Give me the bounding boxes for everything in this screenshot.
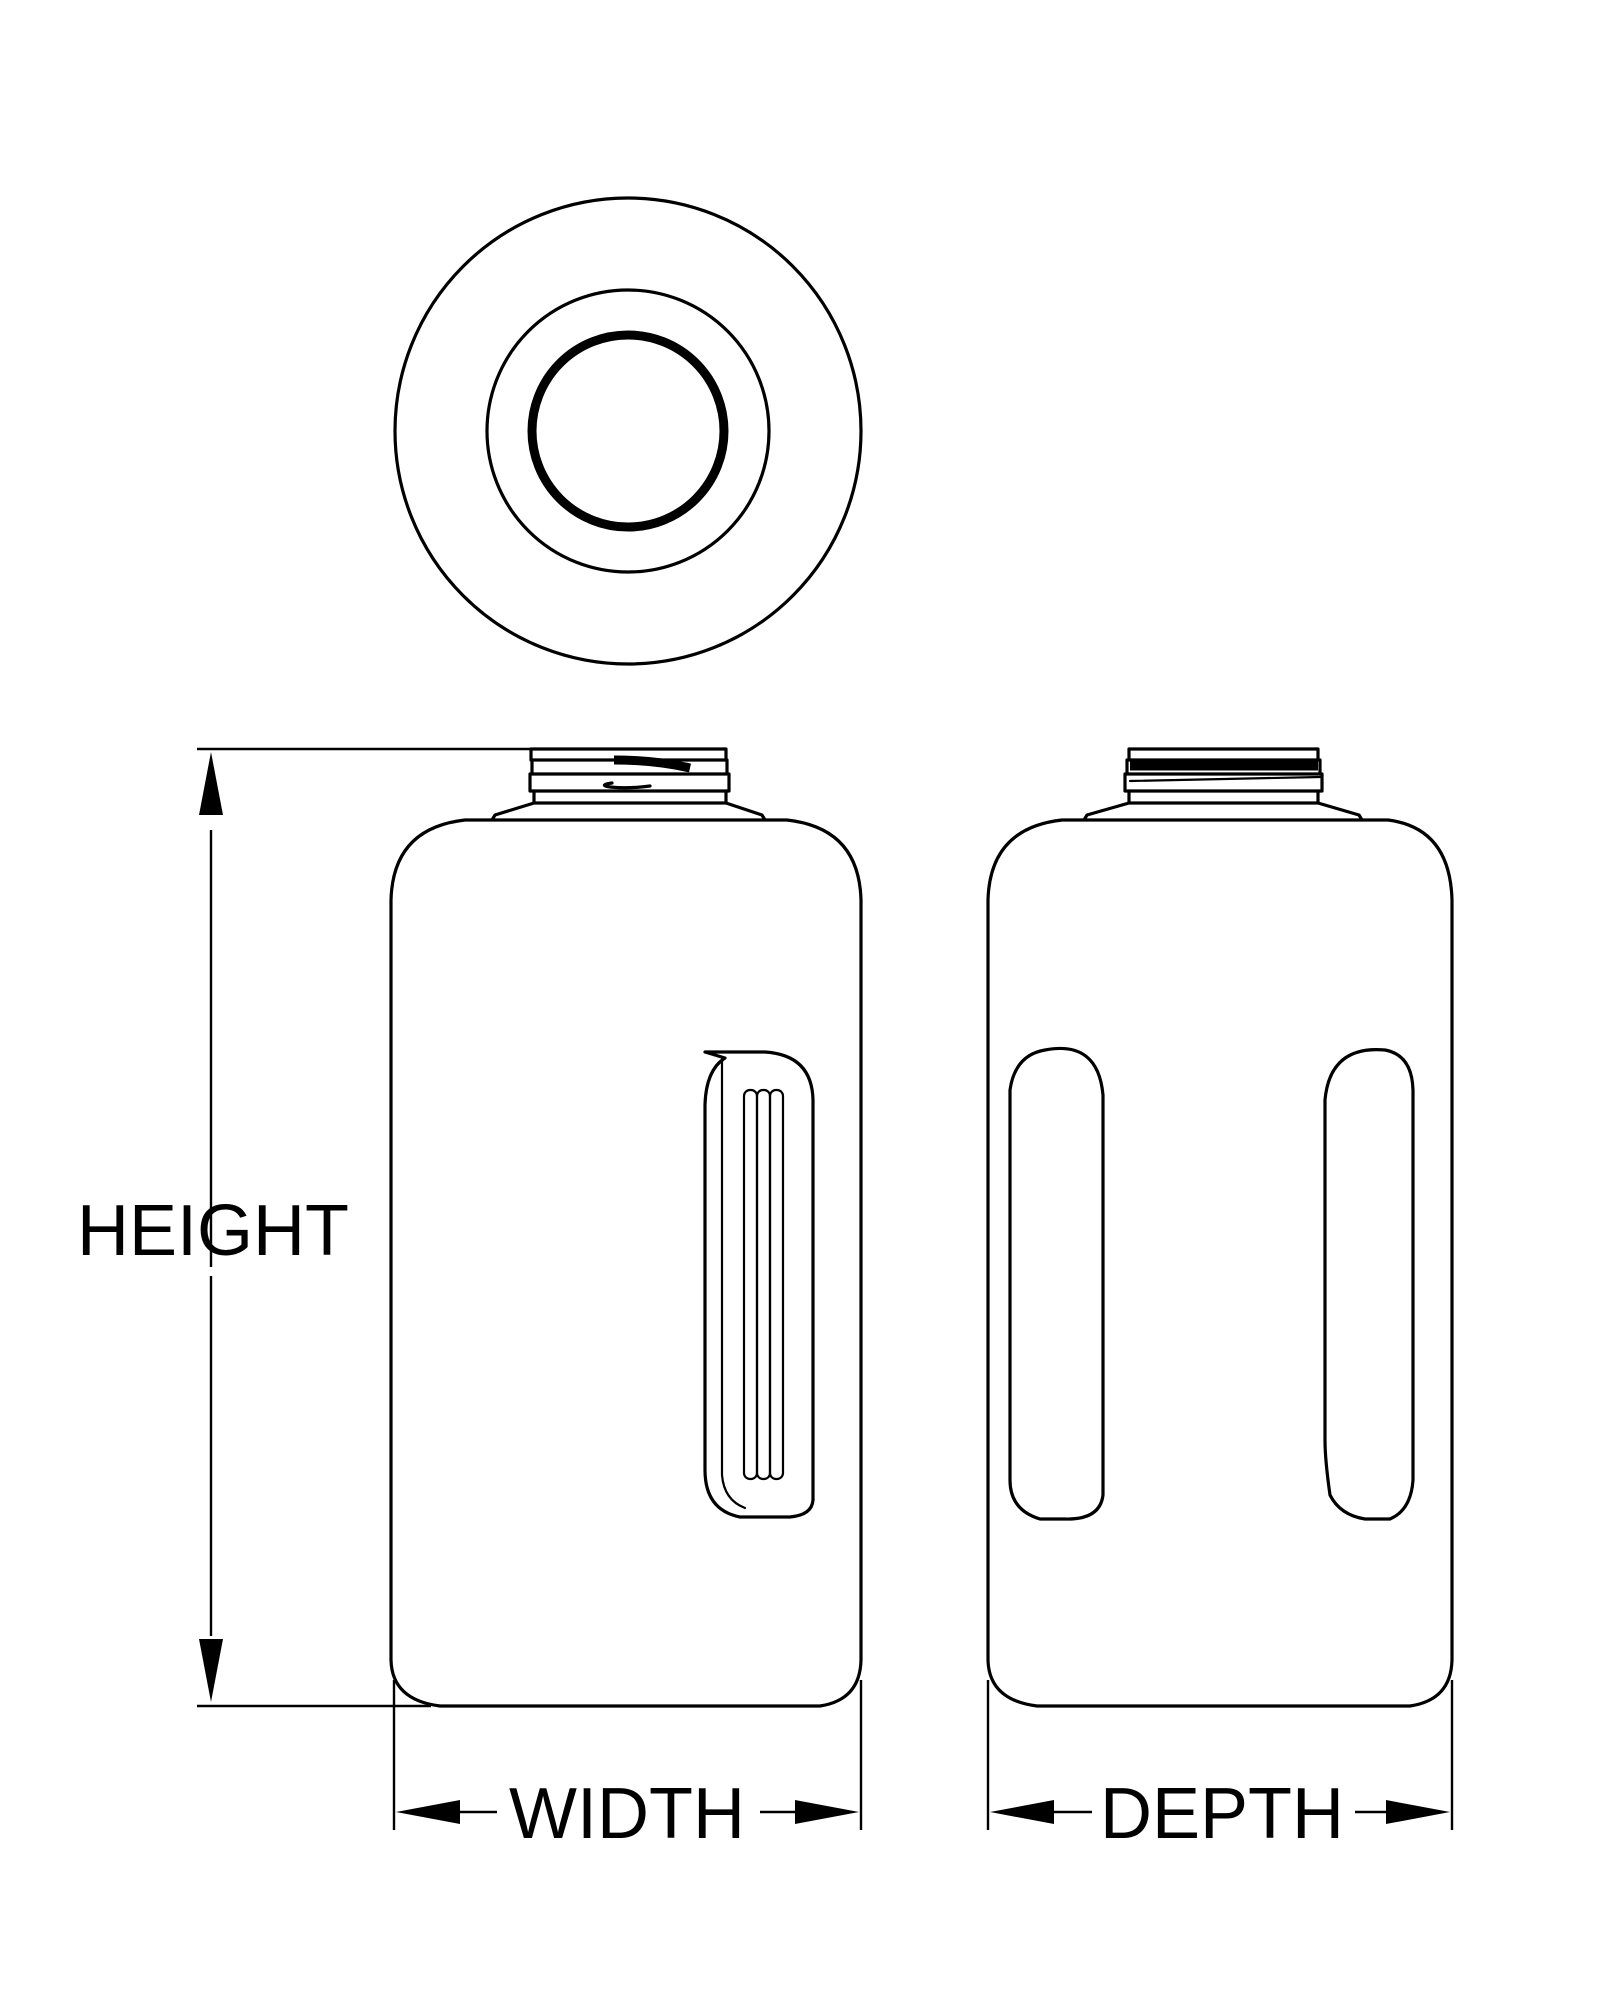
side-left-handle-recess	[1008, 1047, 1105, 1521]
top-view-neck-finish	[527, 330, 729, 532]
side-body-outline	[986, 818, 1454, 1708]
front-neck-finish	[528, 747, 731, 805]
side-neck-finish	[1123, 747, 1324, 805]
side-view	[986, 747, 1454, 1708]
width-dimension: WIDTH	[392, 1680, 863, 1854]
depth-label: DEPTH	[1100, 1774, 1344, 1854]
front-handle-recess	[703, 1050, 815, 1519]
height-label: HEIGHT	[77, 1191, 349, 1271]
side-shoulder	[1082, 801, 1364, 822]
front-shoulder	[490, 801, 767, 822]
width-arrow-left	[396, 1800, 460, 1824]
width-arrow-right	[795, 1800, 859, 1824]
front-body-outline	[389, 818, 863, 1708]
front-view	[389, 747, 863, 1708]
height-dimension: HEIGHT	[77, 747, 531, 1708]
depth-arrow-right	[1386, 1800, 1450, 1824]
depth-arrow-left	[990, 1800, 1054, 1824]
front-grip-ribs	[742, 1088, 785, 1481]
depth-dimension: DEPTH	[986, 1680, 1454, 1854]
side-right-handle-recess	[1323, 1048, 1415, 1521]
top-view-outer-body	[393, 196, 863, 666]
top-view	[393, 196, 863, 666]
height-arrow-top	[199, 752, 223, 815]
top-view-shoulder	[485, 288, 771, 574]
height-arrow-bottom	[199, 1639, 223, 1702]
width-label: WIDTH	[509, 1774, 745, 1854]
front-handle-inner	[720, 1058, 747, 1510]
